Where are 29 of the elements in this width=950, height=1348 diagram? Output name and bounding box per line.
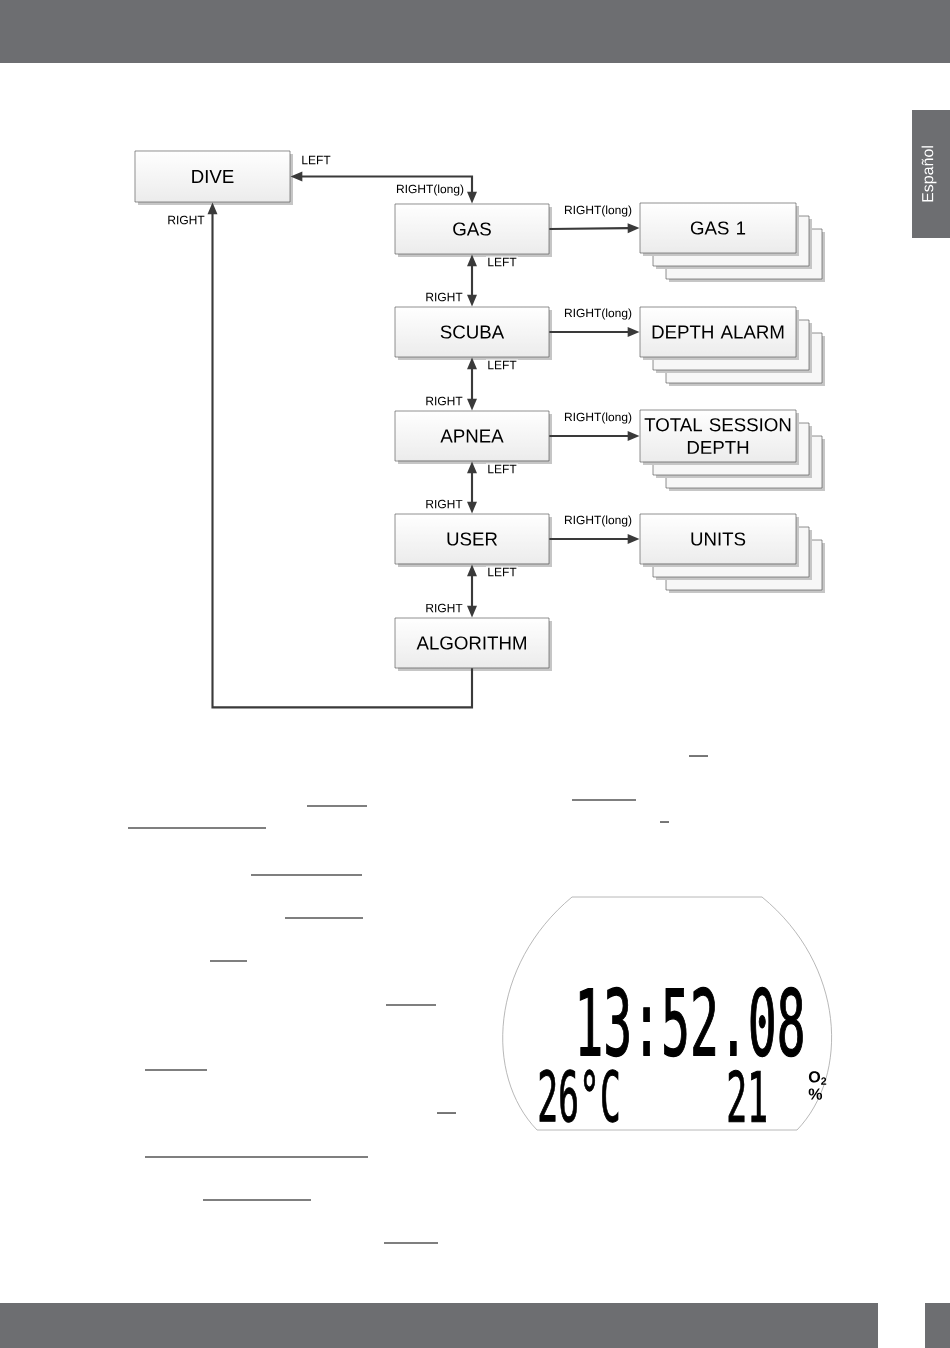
menu-box: APNEA	[394, 410, 552, 464]
edge-label: LEFT	[488, 257, 517, 267]
menu-box: GAS	[394, 203, 552, 257]
stacked-box: GAS 1	[639, 202, 825, 282]
edge-label: LEFT	[488, 567, 517, 577]
menu-box: SCUBA	[394, 306, 552, 360]
unit-symbol: O$_{2}$	[808, 1071, 827, 1085]
stacked-box: DEPTH ALARM	[639, 306, 825, 386]
arrow-label: RIGHT(long)	[397, 184, 464, 196]
arrow-label: RIGHT	[426, 603, 463, 613]
language-tab: Español	[912, 110, 950, 238]
edge-label: LEFT	[302, 155, 331, 165]
menu-box: ALGORITHM	[394, 617, 552, 671]
arrow-label: RIGHT	[426, 499, 463, 509]
menu-box: DIVE	[134, 150, 293, 205]
edge-label: LEFT	[488, 464, 517, 474]
edge-label: RIGHT(long)	[565, 205, 632, 217]
edge-label: LEFT	[488, 360, 517, 370]
edge-label: RIGHT	[168, 215, 205, 225]
edge-label: RIGHT(long)	[565, 515, 632, 527]
unit-symbol: %	[808, 1088, 823, 1100]
stacked-box: UNITS	[639, 513, 825, 593]
menu-box: USER	[394, 513, 552, 567]
stacked-box: TOTAL SESSION DEPTH	[639, 409, 825, 491]
arrow-label: RIGHT	[426, 292, 463, 302]
edge-label: RIGHT(long)	[565, 308, 632, 320]
arrow-label: RIGHT	[426, 396, 463, 406]
oxygen-readout: 21	[728, 1070, 766, 1122]
edge-label: RIGHT(long)	[565, 412, 632, 424]
